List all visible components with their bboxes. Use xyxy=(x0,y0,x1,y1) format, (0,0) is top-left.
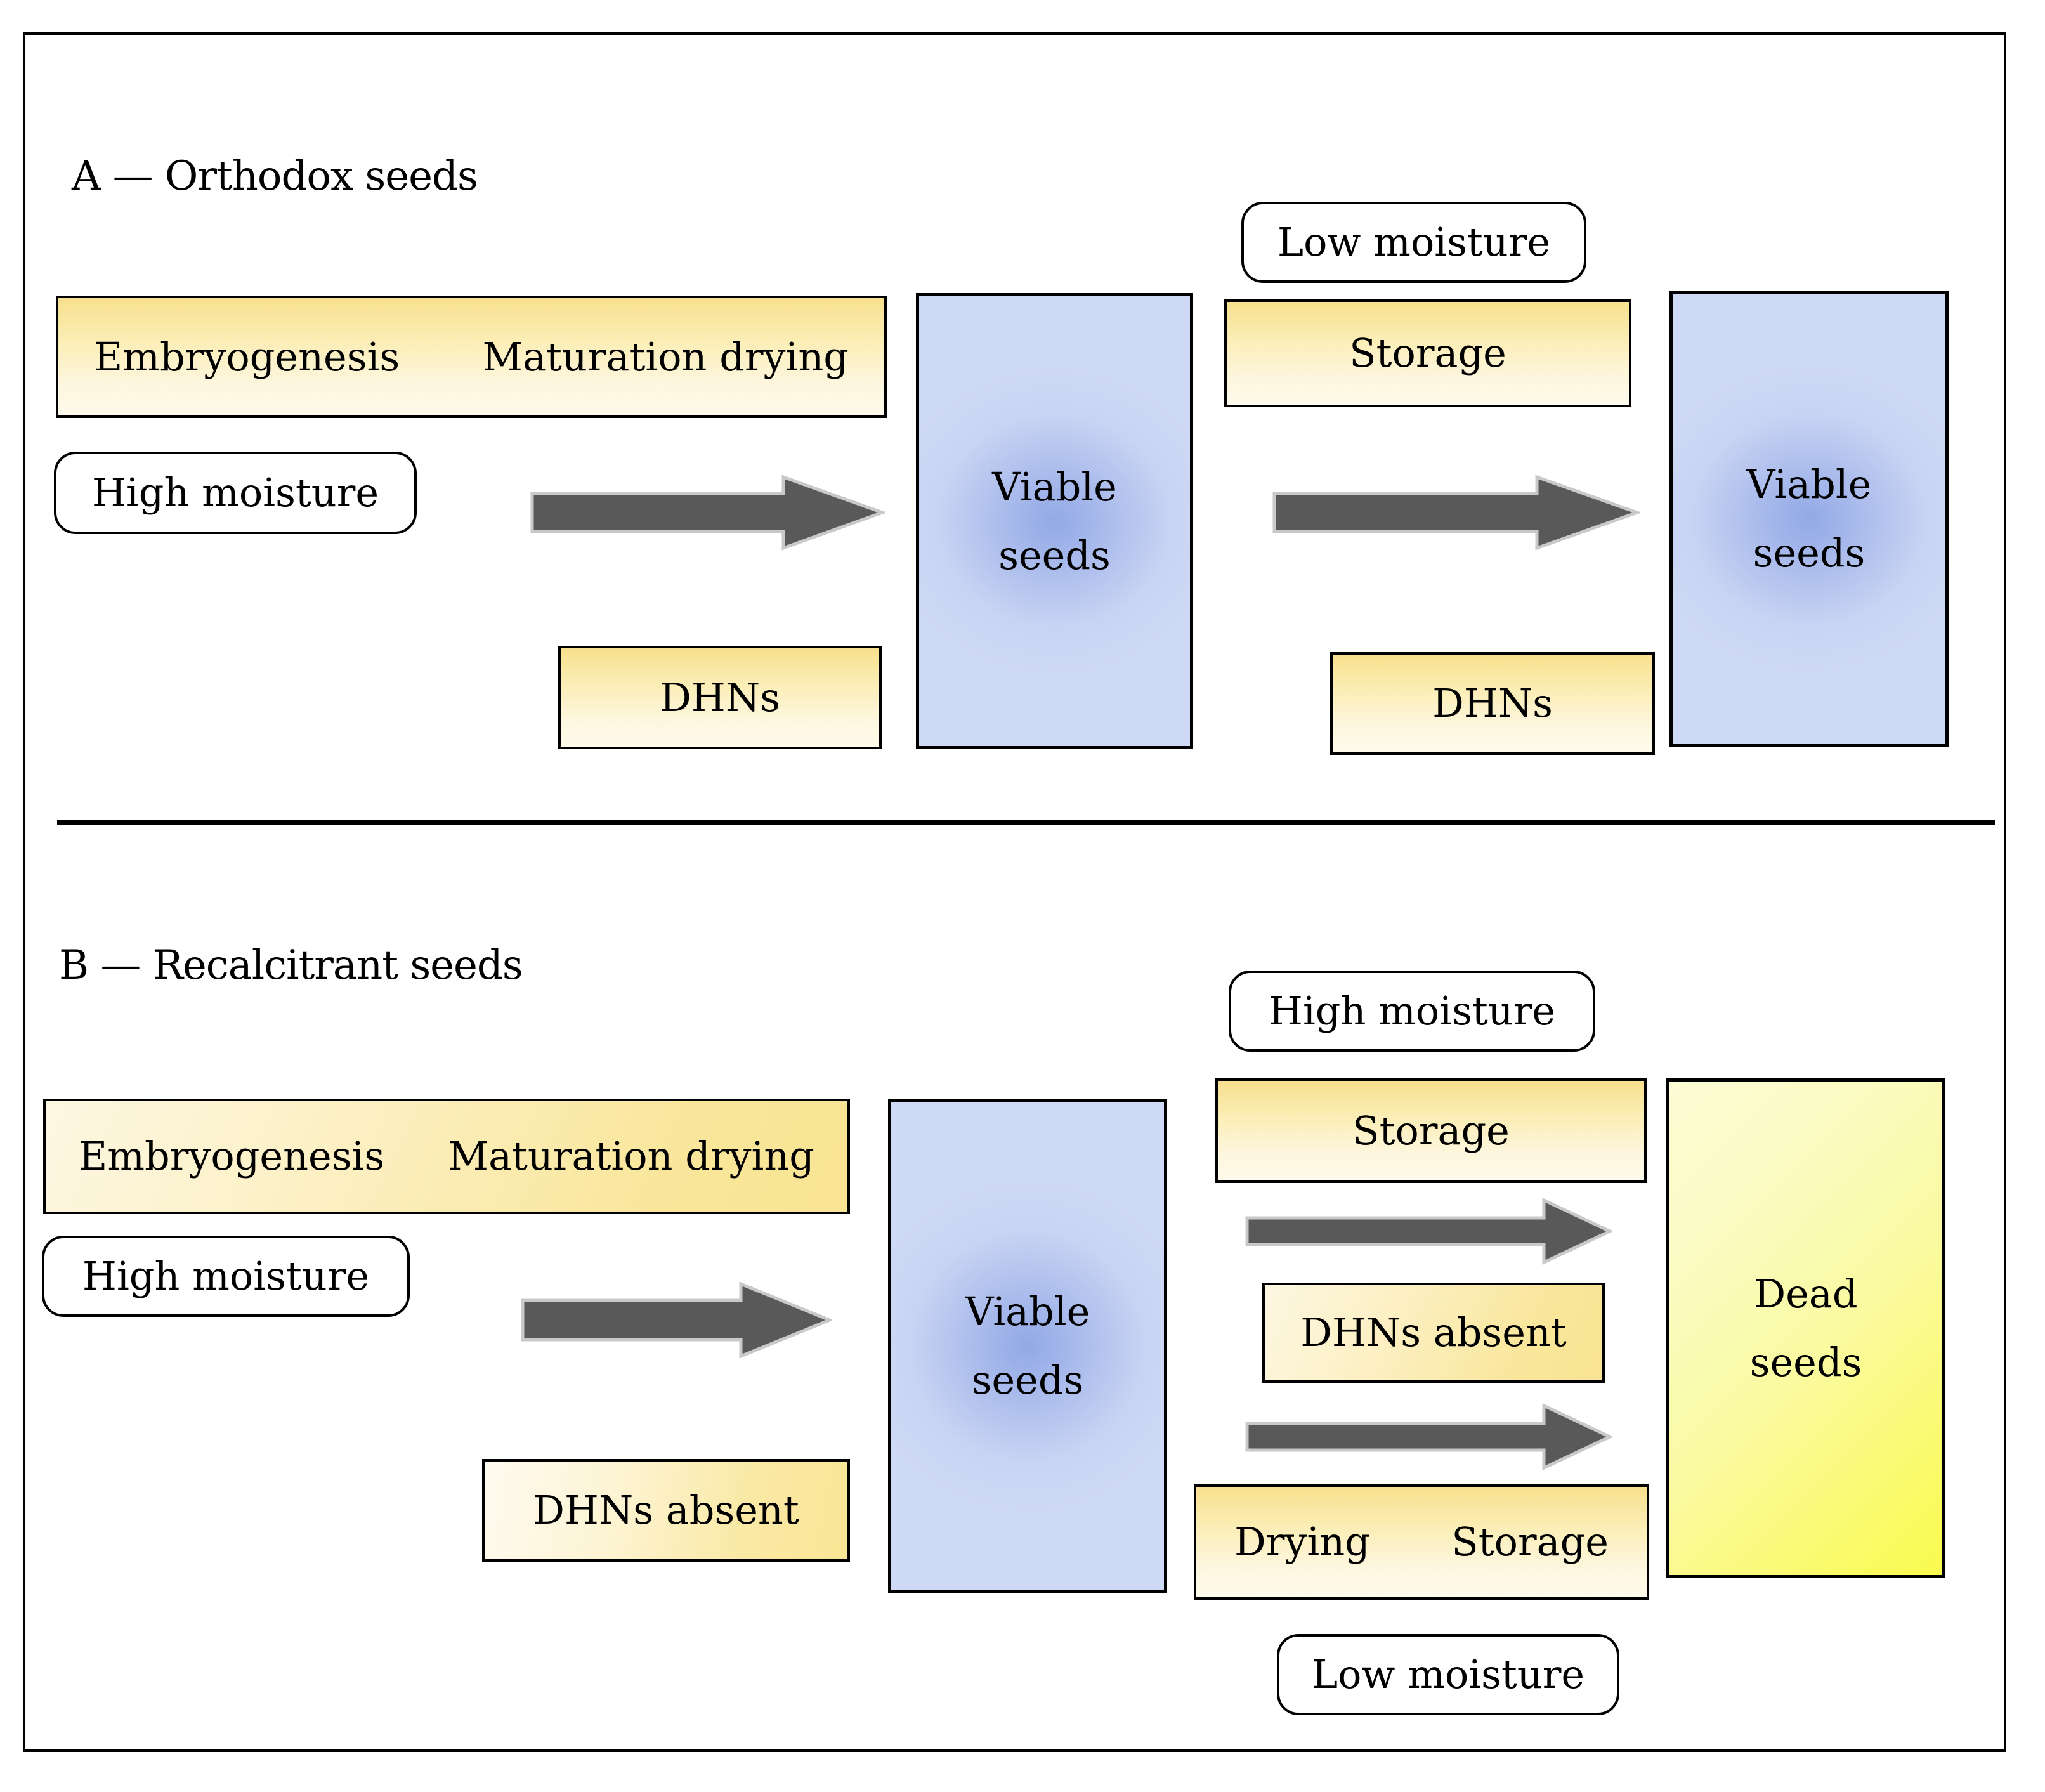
panel-a-viable-right-line1: Viable xyxy=(1746,461,1872,507)
panel-b-high-moisture-pill-right: High moisture xyxy=(1229,971,1595,1052)
panel-a-stage-box: Embryogenesis Maturation drying xyxy=(56,296,887,418)
panel-b-viable-seeds-middle: Viable seeds xyxy=(888,1099,1167,1593)
panel-b-storage-box-top: Storage xyxy=(1215,1078,1647,1183)
panel-a-high-moisture-pill: High moisture xyxy=(54,452,417,534)
panel-b-high-moisture-label-right: High moisture xyxy=(1268,988,1556,1034)
panel-a-dhns-box-right: DHNs xyxy=(1330,652,1655,755)
panel-b-dead-seeds-text: Dead seeds xyxy=(1669,1082,1942,1575)
panel-a-high-moisture-label: High moisture xyxy=(91,469,379,516)
panel-a-arrow-left xyxy=(530,474,885,551)
panel-a-maturation-drying-label: Maturation drying xyxy=(482,333,849,380)
panel-a-dhns-label-left: DHNs xyxy=(660,674,780,721)
panel-a-viable-line1: Viable xyxy=(992,463,1117,510)
panel-b-drying-storage-box: Drying Storage xyxy=(1194,1484,1649,1600)
panel-b-high-moisture-label-left: High moisture xyxy=(82,1253,370,1299)
panel-b-viable-line2: seeds xyxy=(971,1357,1084,1403)
panel-a-dhns-label-right: DHNs xyxy=(1432,680,1553,726)
panel-a-low-moisture-pill: Low moisture xyxy=(1241,202,1586,283)
panel-b-dhns-absent-box-left: DHNs absent xyxy=(482,1459,850,1562)
panel-b-low-moisture-pill: Low moisture xyxy=(1277,1634,1619,1715)
panel-a-arrow-right xyxy=(1272,474,1640,551)
panel-a-low-moisture-label: Low moisture xyxy=(1277,219,1551,265)
panel-b-low-moisture-label: Low moisture xyxy=(1311,1651,1585,1697)
panel-b-maturation-drying-label: Maturation drying xyxy=(448,1133,814,1179)
panel-b-dead-line2: seeds xyxy=(1749,1339,1862,1385)
panel-b-dhns-absent-label-right: DHNs absent xyxy=(1300,1309,1567,1356)
panel-b-embryogenesis-label: Embryogenesis xyxy=(79,1133,385,1179)
panel-a-storage-box: Storage xyxy=(1224,299,1631,407)
panel-b-stage-box: Embryogenesis Maturation drying xyxy=(43,1099,850,1214)
panel-b-dhns-absent-label-left: DHNs absent xyxy=(533,1487,799,1533)
panel-b-storage-label-bottom: Storage xyxy=(1451,1519,1609,1565)
panel-b-drying-label: Drying xyxy=(1234,1519,1370,1565)
panel-a-viable-seeds-middle-text: Viable seeds xyxy=(919,296,1190,746)
panel-b-dead-seeds-box: Dead seeds xyxy=(1666,1078,1945,1578)
panel-b-arrow-left xyxy=(520,1281,832,1359)
panel-a-viable-seeds-middle: Viable seeds xyxy=(916,293,1193,749)
panel-b-viable-seeds-middle-text: Viable seeds xyxy=(891,1102,1164,1590)
panel-divider-line xyxy=(57,820,1995,825)
panel-a-viable-seeds-right: Viable seeds xyxy=(1669,291,1949,747)
panel-a-title: A — Orthodox seeds xyxy=(72,153,478,200)
panel-a-dhns-box-left: DHNs xyxy=(558,646,882,749)
panel-a-viable-seeds-right-text: Viable seeds xyxy=(1673,294,1945,744)
panel-b-storage-label-top: Storage xyxy=(1352,1107,1510,1154)
panel-b-dead-line1: Dead xyxy=(1754,1271,1858,1317)
panel-b-arrow-right-top xyxy=(1245,1198,1612,1265)
panel-b-dhns-absent-box-right: DHNs absent xyxy=(1262,1283,1605,1383)
panel-b-arrow-right-bottom xyxy=(1245,1403,1612,1470)
panel-b-title: B — Recalcitrant seeds xyxy=(59,942,523,989)
panel-a-viable-right-line2: seeds xyxy=(1753,530,1865,576)
panel-a-storage-label: Storage xyxy=(1349,330,1506,376)
panel-a-embryogenesis-label: Embryogenesis xyxy=(94,333,400,380)
panel-b-high-moisture-pill-left: High moisture xyxy=(42,1236,410,1317)
panel-b-viable-line1: Viable xyxy=(965,1288,1090,1335)
panel-a-viable-line2: seeds xyxy=(998,532,1111,579)
